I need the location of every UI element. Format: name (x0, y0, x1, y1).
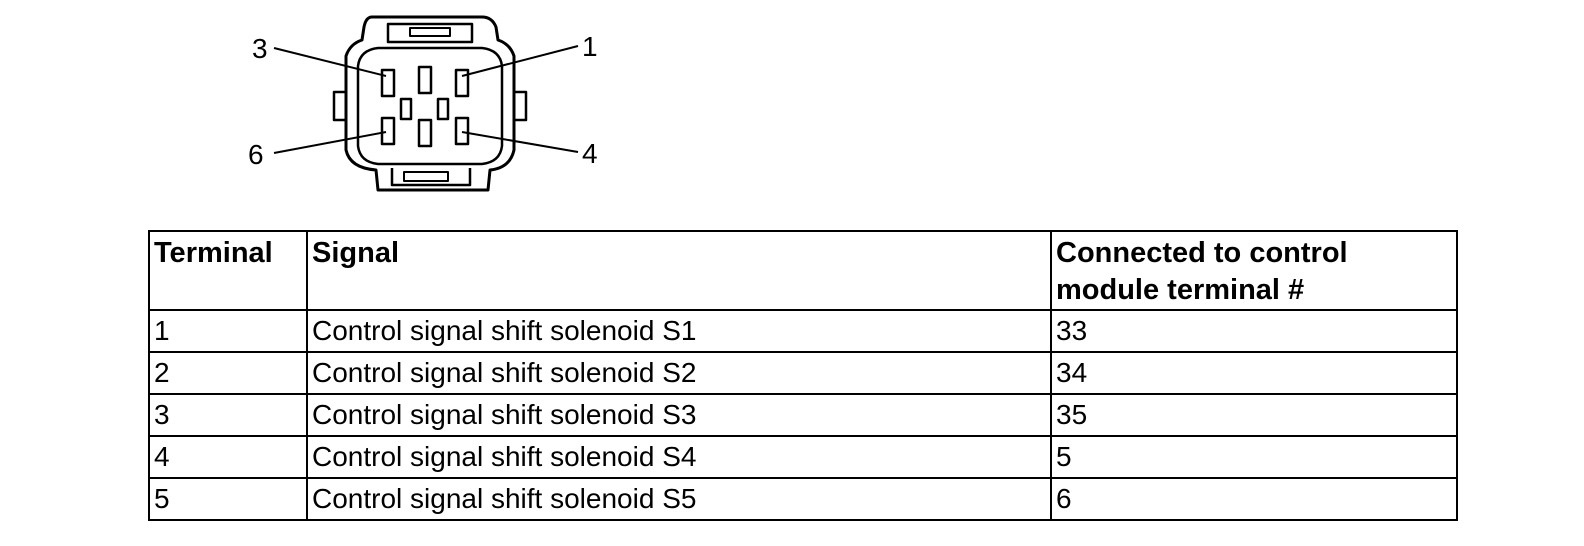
table-row: 5 Control signal shift solenoid S5 6 (148, 477, 1458, 521)
pin-cavity-3 (380, 68, 396, 98)
connector-diagram: 3 1 6 4 (248, 15, 598, 192)
pin-cavity-small-left (399, 97, 413, 121)
leader-line-4 (461, 131, 579, 153)
bottom-latch (390, 168, 472, 187)
cell-signal: Control signal shift solenoid S5 (306, 477, 1052, 521)
connector-housing (344, 15, 516, 192)
table-row: 3 Control signal shift solenoid S3 35 (148, 393, 1458, 437)
left-ear (332, 90, 348, 122)
pin-label-6: 6 (248, 139, 264, 170)
header-terminal: Terminal (148, 230, 308, 311)
pin-cavity-center-top (417, 65, 433, 95)
cell-signal: Control signal shift solenoid S4 (306, 435, 1052, 479)
header-connected-terminal: Connected to control module terminal # (1050, 230, 1458, 311)
pin-cavity-center-bottom (417, 118, 433, 148)
pin-cavity-4 (454, 116, 470, 146)
terminal-table: Terminal Signal Connected to control mod… (148, 230, 1458, 521)
pin-cavity-small-right (436, 97, 450, 121)
table-row: 2 Control signal shift solenoid S2 34 (148, 351, 1458, 395)
bottom-latch-slot (403, 171, 449, 182)
pin-cavity-1 (454, 68, 470, 98)
cell-terminal: 1 (148, 309, 308, 353)
top-latch (386, 22, 474, 44)
top-latch-slot (409, 27, 451, 37)
cell-module-terminal: 35 (1050, 393, 1458, 437)
cell-signal: Control signal shift solenoid S3 (306, 393, 1052, 437)
cell-module-terminal: 34 (1050, 351, 1458, 395)
cell-module-terminal: 6 (1050, 477, 1458, 521)
cell-terminal: 5 (148, 477, 308, 521)
cell-signal: Control signal shift solenoid S1 (306, 309, 1052, 353)
table-header-row: Terminal Signal Connected to control mod… (148, 230, 1458, 311)
leader-line-1 (461, 45, 579, 77)
pin-label-3: 3 (252, 33, 268, 64)
header-signal: Signal (306, 230, 1052, 311)
cell-module-terminal: 33 (1050, 309, 1458, 353)
pin-cavity-6 (380, 116, 396, 146)
table-row: 1 Control signal shift solenoid S1 33 (148, 309, 1458, 353)
pin-label-1: 1 (582, 31, 598, 62)
leader-line-3 (273, 47, 387, 77)
cell-signal: Control signal shift solenoid S2 (306, 351, 1052, 395)
cell-module-terminal: 5 (1050, 435, 1458, 479)
cell-terminal: 2 (148, 351, 308, 395)
cell-terminal: 3 (148, 393, 308, 437)
leader-line-6 (273, 131, 387, 154)
table-row: 4 Control signal shift solenoid S4 5 (148, 435, 1458, 479)
right-ear (512, 90, 528, 122)
cell-terminal: 4 (148, 435, 308, 479)
pin-label-4: 4 (582, 138, 598, 169)
connector-face (356, 46, 504, 166)
